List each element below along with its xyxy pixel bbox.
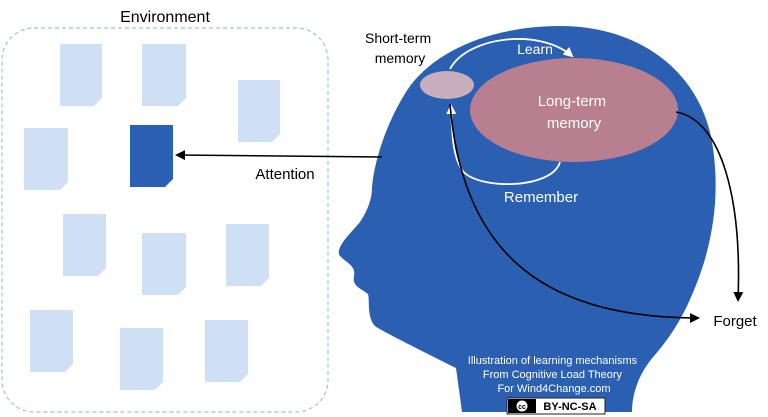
forget-arrow-long-term	[675, 111, 744, 302]
document	[142, 44, 186, 106]
document	[142, 233, 186, 295]
document	[63, 214, 106, 276]
document-selected	[130, 125, 173, 187]
forget-label: Forget	[713, 313, 757, 330]
environment-frame	[1, 27, 329, 413]
long-term-memory-label: Long-term memory	[538, 93, 611, 132]
documents	[24, 44, 280, 390]
document	[24, 128, 68, 190]
remember-arrow	[446, 104, 561, 185]
learn-label: Learn	[517, 41, 553, 57]
learn-arrow	[449, 38, 574, 70]
environment-title: Environment	[120, 9, 210, 26]
attention-label: Attention	[255, 166, 314, 183]
license-badge: cc BY-NC-SA	[506, 397, 606, 415]
document	[60, 44, 102, 106]
svg-text:cc: cc	[518, 404, 526, 411]
short-term-memory-label: Short-term memory	[365, 30, 435, 66]
short-term-memory	[420, 71, 474, 99]
long-term-memory	[470, 58, 678, 162]
cc-icon	[515, 399, 529, 413]
document	[226, 224, 269, 286]
document	[120, 328, 163, 390]
document	[30, 310, 73, 372]
license-label: BY-NC-SA	[543, 401, 596, 413]
attention-arrow	[175, 150, 383, 161]
credits-text: Illustration of learning mechanisms From…	[468, 355, 640, 395]
remember-label: Remember	[504, 189, 578, 206]
document	[238, 80, 280, 142]
document	[205, 320, 248, 382]
forget-arrow-short-term	[449, 103, 700, 323]
